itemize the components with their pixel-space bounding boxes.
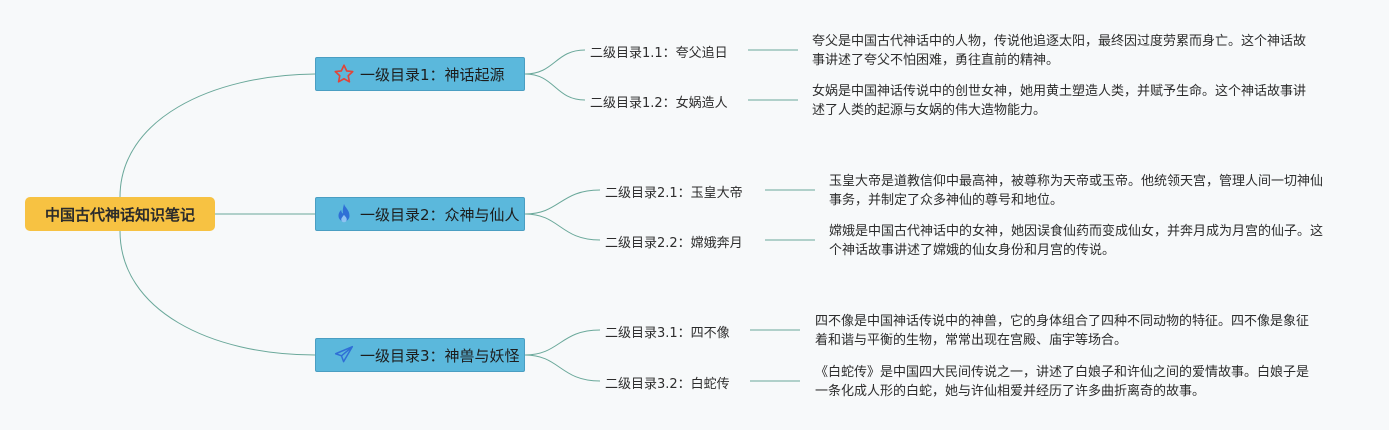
branch-topic-3[interactable]: 一级目录3：神兽与妖怪 <box>315 338 525 372</box>
subtopic-2-2-note: 嫦娥是中国古代神话中的女神，她因误食仙药而变成仙女，并奔月成为月宫的仙子。这个神… <box>829 224 1324 258</box>
subtopic-1-2-note: 女娲是中国神话传说中的创世女神，她用黄土塑造人类，并赋予生命。这个神话故事讲述了… <box>812 84 1307 118</box>
subtopic-3-2-note: 《白蛇传》是中国四大民间传说之一，讲述了白娘子和许仙之间的爱情故事。白娘子是一条… <box>815 365 1310 399</box>
connector-b1-c1 <box>524 49 586 75</box>
paper-plane-icon <box>332 343 356 367</box>
subtopic-1-1[interactable]: 二级目录1.1：夸父追日 <box>590 46 728 61</box>
branch-topic-label: 一级目录2：众神与仙人 <box>360 205 520 224</box>
star-icon <box>332 62 356 86</box>
connector-b2-c1 <box>524 189 601 215</box>
root-topic[interactable]: 中国古代神话知识笔记 <box>25 197 215 231</box>
subtopic-2-2[interactable]: 二级目录2.2：嫦娥奔月 <box>605 236 743 251</box>
subtopic-2-1-note: 玉皇大帝是道教信仰中最高神，被尊称为天帝或玉帝。他统领天宫，管理人间一切神仙事务… <box>829 174 1324 208</box>
subtopic-1-1-note: 夸父是中国古代神话中的人物，传说他追逐太阳，最终因过度劳累而身亡。这个神话故事讲… <box>812 34 1307 68</box>
subtopic-1-2[interactable]: 二级目录1.2：女娲造人 <box>590 96 728 111</box>
connector-b3-c1 <box>524 329 601 356</box>
connector-b1-c2 <box>524 73 586 101</box>
subtopic-3-1-note: 四不像是中国神话传说中的神兽，它的身体组合了四种不同动物的特征。四不像是象征着和… <box>815 314 1310 348</box>
branch-topic-label: 一级目录1：神话起源 <box>360 65 505 84</box>
branch-topic-2[interactable]: 一级目录2：众神与仙人 <box>315 197 525 231</box>
root-topic-label: 中国古代神话知识笔记 <box>44 205 195 224</box>
connector-root-branch1 <box>119 73 316 198</box>
branch-topic-1[interactable]: 一级目录1：神话起源 <box>315 57 525 91</box>
subtopic-2-1[interactable]: 二级目录2.1：玉皇大帝 <box>605 186 743 201</box>
fire-icon <box>332 202 356 226</box>
connector-b3-c2 <box>524 354 601 382</box>
branch-topic-label: 一级目录3：神兽与妖怪 <box>360 346 520 365</box>
subtopic-3-2[interactable]: 二级目录3.2：白蛇传 <box>605 377 730 392</box>
subtopic-3-1[interactable]: 二级目录3.1：四不像 <box>605 326 730 341</box>
connector-b2-c2 <box>524 213 601 241</box>
connector-root-branch3 <box>119 230 316 356</box>
